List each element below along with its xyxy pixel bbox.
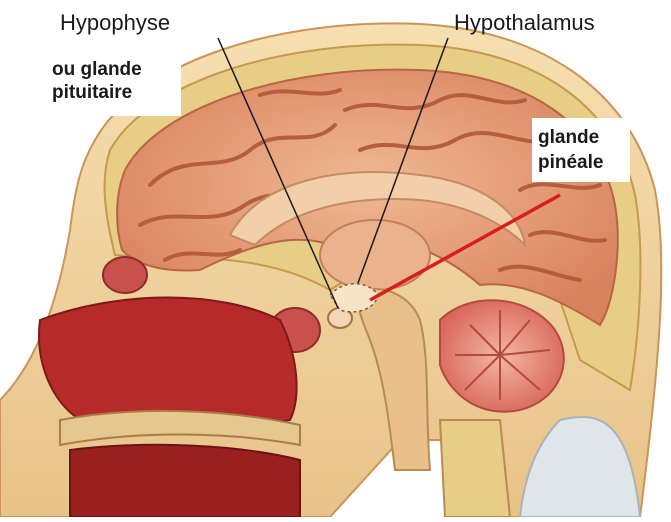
hypophyse-label: Hypophyse xyxy=(60,10,170,36)
nasal-cavity xyxy=(39,298,297,426)
cervical-spine xyxy=(440,420,510,517)
hypophyse-sub-label-1: ou glande xyxy=(52,58,142,81)
frontal-sinus xyxy=(103,257,147,293)
oral-cavity xyxy=(70,445,300,517)
thalamus xyxy=(320,220,430,290)
pineale-label-2: pinéale xyxy=(538,151,603,174)
hypothalamus-label: Hypothalamus xyxy=(454,10,595,36)
hypophyse-sub-label-2: pituitaire xyxy=(52,81,132,104)
pineale-label-1: glande xyxy=(538,126,599,149)
